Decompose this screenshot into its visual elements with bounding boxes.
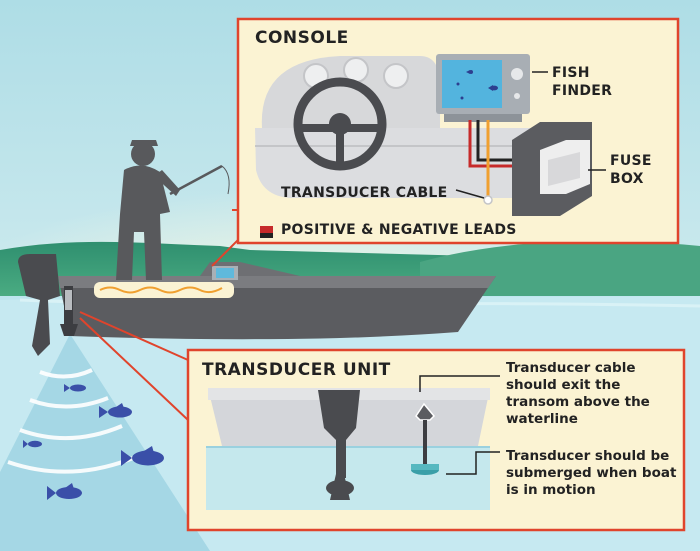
far-hills	[420, 240, 700, 300]
leads-legend-swatch	[260, 226, 273, 238]
transducer-unit-illustration	[206, 375, 500, 510]
sonar-beam	[0, 334, 210, 551]
transducer-callout-pointer	[79, 311, 189, 361]
fish-school	[23, 384, 164, 500]
hull-transducer-cable	[99, 286, 223, 294]
fish-finder-label-line2: FINDER	[552, 83, 613, 99]
console-title: CONSOLE	[255, 28, 349, 48]
outboard-lower-unit-icon	[318, 390, 360, 500]
fish-icon	[47, 483, 82, 500]
fish-finder-label-line1: FISH	[552, 65, 590, 81]
bass-boat	[18, 254, 496, 356]
outboard-motor	[18, 254, 60, 356]
leads-legend-label: POSITIVE & NEGATIVE LEADS	[281, 222, 517, 238]
fish-finder-icon	[436, 54, 530, 122]
angler-silhouette	[116, 140, 230, 280]
cable-note-leader	[419, 375, 500, 392]
fuse-box-label-line2: BOX	[610, 171, 644, 187]
fuse-box-label: FUSE BOX	[610, 152, 652, 188]
waterline-band	[206, 446, 490, 510]
steering-wheel-icon	[293, 77, 387, 171]
fish-icon	[23, 440, 42, 448]
cable-exit-note: Transducer cable should exit the transom…	[506, 360, 650, 427]
submerged-note-leader	[446, 451, 500, 475]
fuse-box-icon	[512, 122, 592, 216]
transducer-cable-label: TRANSDUCER CABLE	[281, 185, 448, 201]
submerged-note: Transducer should be submerged when boat…	[506, 448, 677, 498]
fish-finder-label: FISH FINDER	[552, 64, 612, 100]
transducer-unit-title: TRANSDUCER UNIT	[202, 360, 391, 380]
fish-icon	[121, 446, 164, 466]
fuse-box-label-line1: FUSE	[610, 153, 652, 169]
console-illustration	[255, 54, 606, 216]
fish-icon	[64, 384, 86, 392]
transducer-icon	[411, 402, 439, 475]
hull-cable-channel	[94, 282, 234, 298]
fish-icon	[99, 403, 132, 418]
